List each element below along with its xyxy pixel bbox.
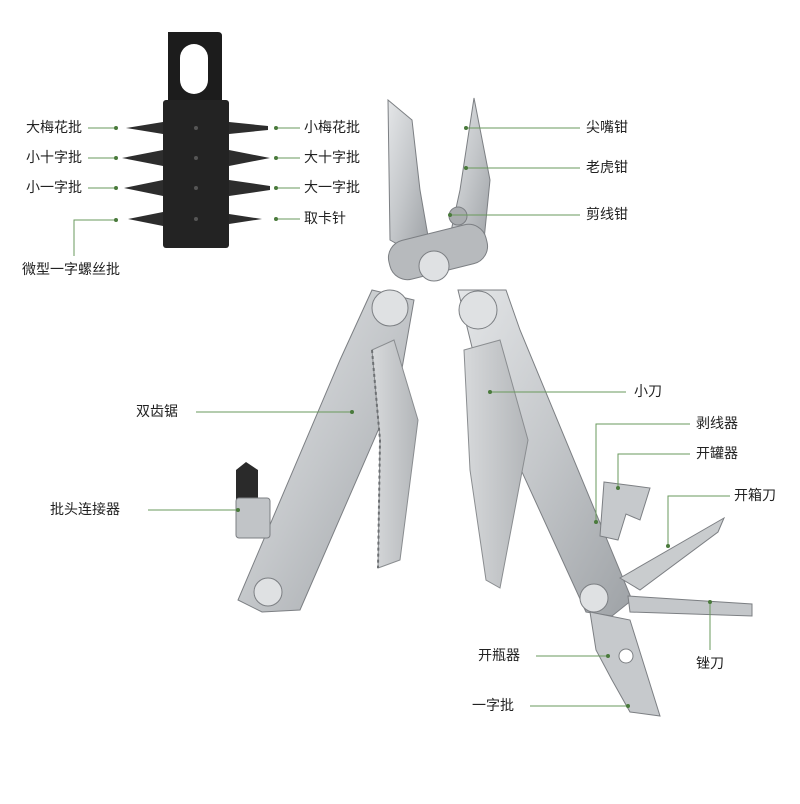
label-can-opener: 开罐器 xyxy=(696,446,738,462)
label-wire-cutter: 剪线钳 xyxy=(586,207,628,223)
label-micro-flat-screwdriver: 微型一字螺丝批 xyxy=(22,262,120,278)
label-saw: 双齿锯 xyxy=(136,404,178,420)
bit-row-2 xyxy=(122,150,270,166)
label-large-phillips-bit: 大十字批 xyxy=(304,150,360,166)
label-sim-ejector-pin: 取卡针 xyxy=(304,211,346,227)
label-large-flat-bit: 大一字批 xyxy=(304,180,360,196)
label-file: 锉刀 xyxy=(696,656,724,672)
label-small-torx-bit: 小梅花批 xyxy=(304,120,360,136)
label-flat-screwdriver: 一字批 xyxy=(472,698,514,714)
bit-holder xyxy=(122,32,270,248)
label-regular-pliers: 老虎钳 xyxy=(586,160,628,176)
label-knife: 小刀 xyxy=(634,384,662,400)
label-bit-holder: 批头连接器 xyxy=(50,502,120,518)
bit-row-4 xyxy=(128,212,262,226)
label-large-torx-bit: 大梅花批 xyxy=(26,120,82,136)
bit-row-1 xyxy=(126,122,268,134)
label-wire-stripper: 剥线器 xyxy=(696,416,738,432)
label-small-phillips-bit: 小十字批 xyxy=(26,150,82,166)
multitool xyxy=(235,97,753,717)
label-small-flat-bit: 小一字批 xyxy=(26,180,82,196)
label-needle-nose-pliers: 尖嘴钳 xyxy=(586,120,628,136)
label-box-opener: 开箱刀 xyxy=(734,488,776,504)
label-bottle-opener: 开瓶器 xyxy=(478,648,520,664)
bit-row-3 xyxy=(124,180,270,196)
leader-lines xyxy=(73,127,730,707)
leader-dots xyxy=(114,126,712,708)
